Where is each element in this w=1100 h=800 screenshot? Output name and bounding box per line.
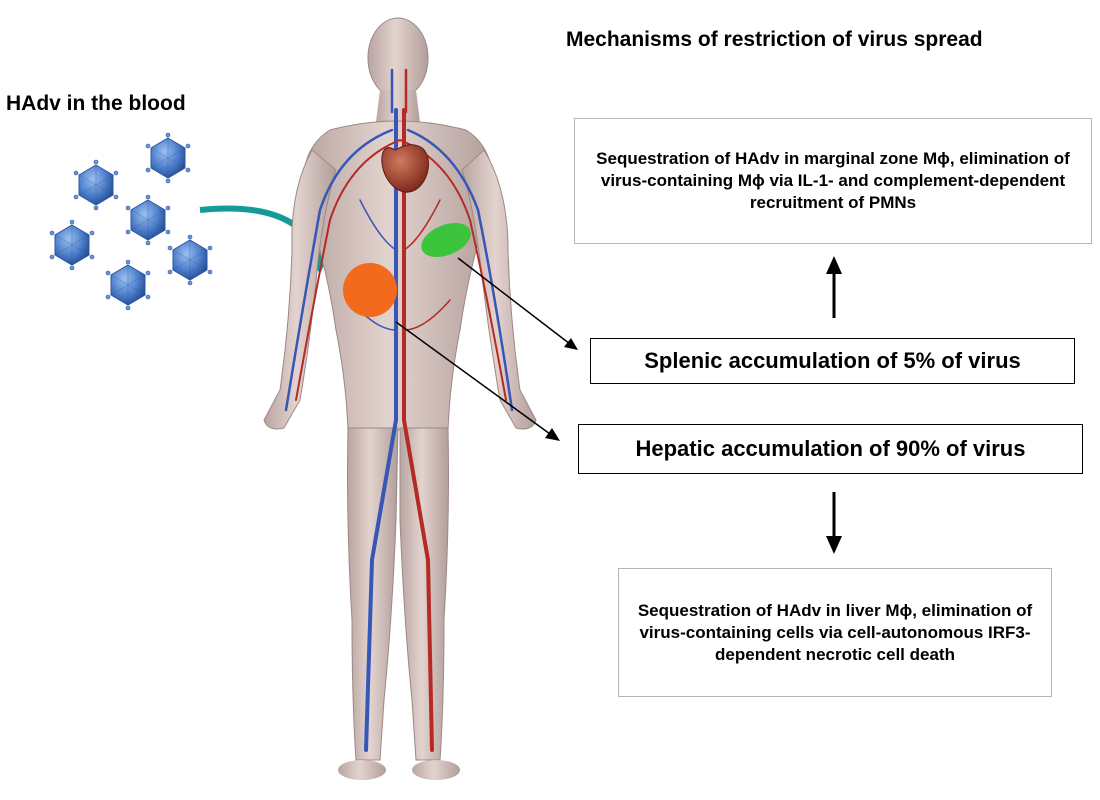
virus-particle-icon <box>125 194 171 246</box>
spleen-mechanism-box: Sequestration of HAdv in marginal zone M… <box>574 118 1092 244</box>
hepatic-accumulation-box: Hepatic accumulation of 90% of virus <box>578 424 1083 474</box>
human-body-illustration <box>263 17 537 780</box>
liver-marker <box>343 263 397 317</box>
hepatic-accumulation-text: Hepatic accumulation of 90% of virus <box>635 436 1026 461</box>
spleen-mechanism-text: Sequestration of HAdv in marginal zone M… <box>596 149 1070 212</box>
virus-particle-icon <box>49 219 95 271</box>
virus-particle-icon <box>105 259 151 311</box>
blood-label: HAdv in the blood <box>6 92 186 115</box>
splenic-accumulation-box: Splenic accumulation of 5% of virus <box>590 338 1075 384</box>
splenic-accumulation-text: Splenic accumulation of 5% of virus <box>644 348 1021 373</box>
page-title: Mechanisms of restriction of virus sprea… <box>566 28 983 51</box>
spleen-marker <box>421 223 471 257</box>
pointer-arrows <box>395 257 578 441</box>
liver-mechanism-box: Sequestration of HAdv in liver Mϕ, elimi… <box>618 568 1052 697</box>
heart-icon <box>381 144 429 193</box>
virus-particle-icon <box>73 159 119 211</box>
flow-arrows <box>826 256 842 554</box>
liver-mechanism-text: Sequestration of HAdv in liver Mϕ, elimi… <box>637 600 1033 664</box>
blood-vessels <box>284 68 514 752</box>
virus-particle-icon <box>145 132 191 184</box>
virus-particle-icon <box>167 234 213 286</box>
virus-cluster <box>49 132 213 311</box>
